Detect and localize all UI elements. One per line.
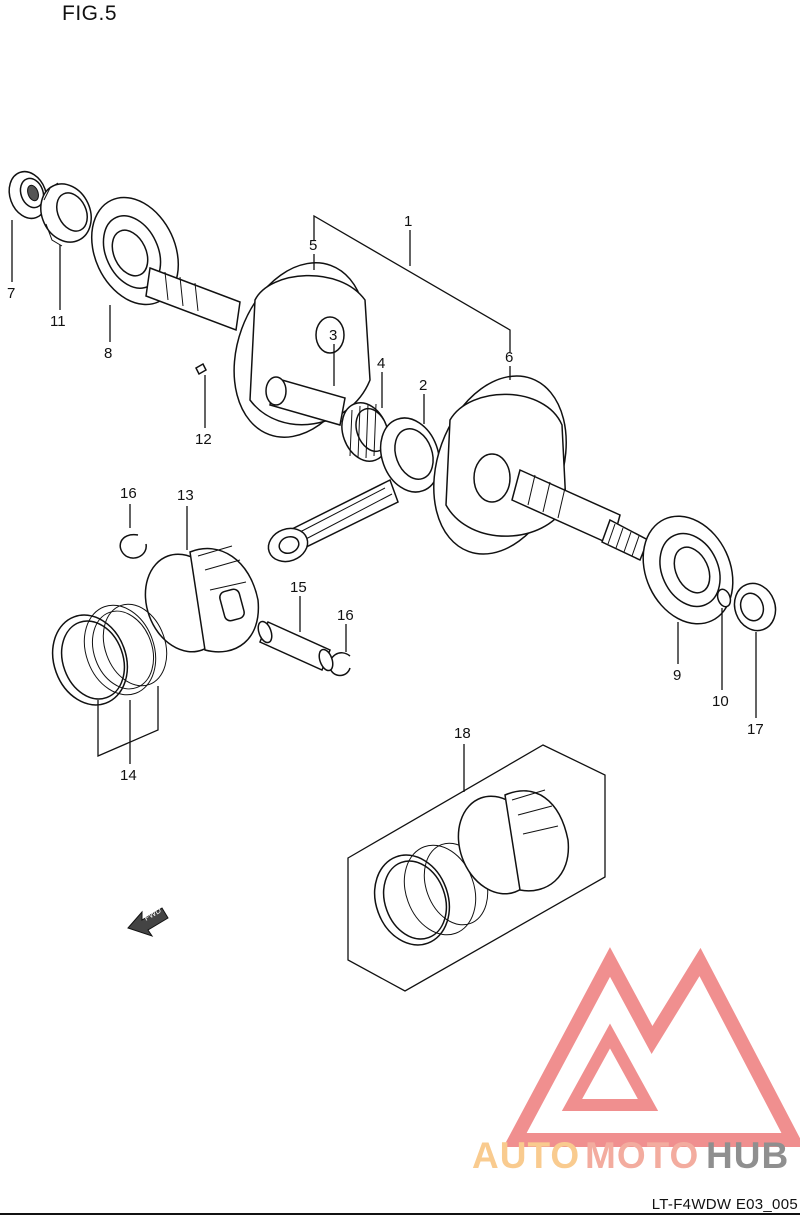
fwd-arrow-icon: FWD (127, 906, 169, 937)
needle-bearing-part-4 (341, 402, 389, 462)
oil-seal-part-7 (8, 170, 48, 220)
piston-pin-part-15 (257, 620, 334, 672)
logo-word-moto: MOTO (585, 1135, 699, 1176)
logo-triangle-icon (503, 947, 800, 1147)
figure-title: FIG.5 (62, 2, 118, 25)
leader-lines (11, 214, 757, 792)
timing-gear-part-11 (40, 182, 92, 247)
crank-pin-part-12 (195, 362, 207, 376)
callout-4: 4 (377, 355, 385, 372)
nut-part-17 (733, 582, 777, 632)
washer-part-10 (716, 588, 732, 608)
callout-14: 14 (120, 767, 137, 784)
piston-kit-box-part-18 (347, 744, 606, 992)
callout-18: 18 (454, 725, 471, 742)
callout-11: 11 (50, 313, 66, 330)
logo-word-hub: HUB (706, 1135, 789, 1176)
callout-3: 3 (329, 327, 337, 344)
bearing-part-9 (642, 515, 734, 625)
callout-16-lower: 16 (337, 607, 354, 624)
callout-13: 13 (177, 487, 194, 504)
piston-rings-part-14 (51, 603, 168, 706)
callout-labels: 1 2 3 4 5 6 7 8 9 10 11 12 13 14 15 16 1… (7, 213, 764, 784)
connecting-rod-part-2 (267, 417, 441, 563)
callout-9: 9 (673, 667, 681, 684)
callout-16-upper: 16 (120, 485, 137, 502)
callout-10: 10 (712, 693, 729, 710)
callout-7: 7 (7, 285, 15, 302)
callout-12: 12 (195, 431, 212, 448)
crankshaft-left-part-5 (145, 262, 371, 438)
callout-15: 15 (290, 579, 307, 596)
circlip-part-16-upper (119, 533, 147, 559)
callout-8: 8 (104, 345, 112, 362)
callout-1: 1 (404, 213, 412, 230)
callout-2: 2 (419, 377, 427, 394)
automotohub-watermark-logo: AUTO MOTO HUB (472, 947, 800, 1176)
piston-part-13 (144, 545, 260, 653)
crankshaft-right-part-6 (433, 375, 649, 562)
logo-word-auto: AUTO (472, 1135, 580, 1176)
callout-6: 6 (505, 349, 513, 366)
callout-17: 17 (747, 721, 764, 738)
drawing-code: LT-F4WDW E03_005 (651, 1196, 798, 1213)
callout-5: 5 (309, 237, 317, 254)
